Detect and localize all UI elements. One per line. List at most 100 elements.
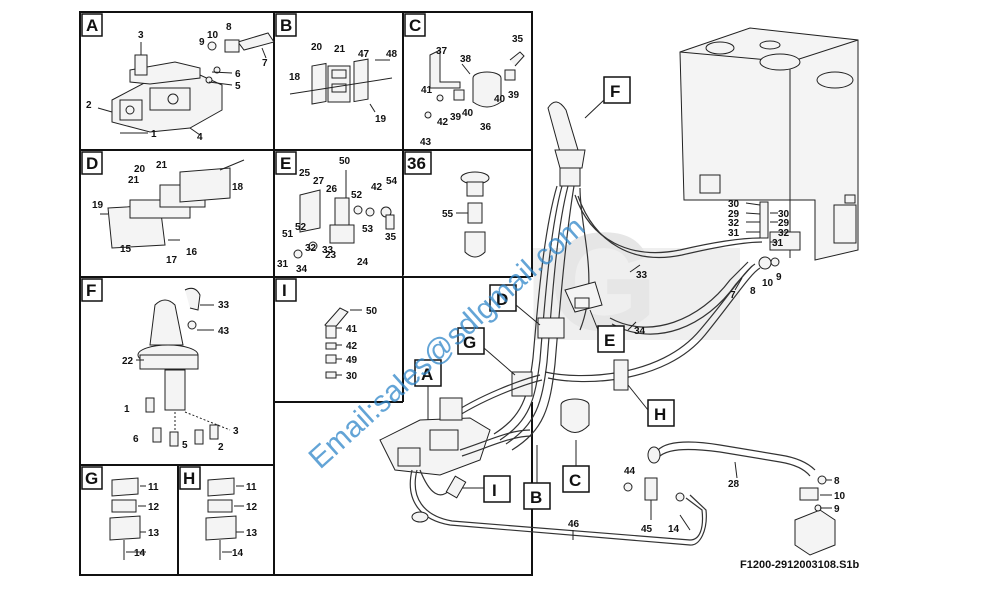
panel-a-callout-2: 2 <box>86 100 92 111</box>
panel-d-callout-18: 18 <box>232 182 244 193</box>
panel-e-callout-42: 42 <box>371 182 383 193</box>
panel-g-callout-13: 13 <box>148 528 160 539</box>
panel-e-callout-54: 54 <box>386 176 398 187</box>
panel-a-callout-9: 9 <box>199 37 205 48</box>
panel-a-callout-1: 1 <box>151 129 157 140</box>
panel-d-callout-16: 16 <box>186 247 198 258</box>
main-callout-8b: 8 <box>834 476 840 487</box>
main-callout-31b: 31 <box>772 238 784 249</box>
panel-e-callout-31: 31 <box>277 259 289 270</box>
panel-b-drawing: 20 21 47 48 18 19 <box>289 42 398 125</box>
panel-f-callout-22: 22 <box>122 356 134 367</box>
hydraulic-tank <box>679 27 859 261</box>
panel-36-drawing: 55 <box>442 171 490 258</box>
panel-h-callout-13: 13 <box>246 528 258 539</box>
panel-36-label: 36 <box>407 154 426 173</box>
panel-d-callout-19: 19 <box>92 200 104 211</box>
panel-h-callout-11: 11 <box>246 482 257 493</box>
panel-b-callout-48: 48 <box>386 49 398 60</box>
panel-h-callout-12: 12 <box>246 502 258 513</box>
main-label-a: A <box>421 365 433 384</box>
main-callout-33: 33 <box>636 270 648 281</box>
panel-c-drawing: 37 38 35 41 42 39 40 40 39 43 36 <box>420 34 525 148</box>
panel-f-callout-2: 2 <box>218 442 224 453</box>
main-callout-32b: 32 <box>778 228 790 239</box>
main-callout-34: 34 <box>634 326 646 337</box>
panel-c-callout-38: 38 <box>460 54 472 65</box>
panel-c-callout-35: 35 <box>512 34 524 45</box>
main-callout-30a: 30 <box>728 199 740 210</box>
panel-36-callout-55: 55 <box>442 209 454 220</box>
main-callout-10a: 10 <box>762 278 774 289</box>
panel-b-label: B <box>280 16 292 35</box>
main-label-e: E <box>604 331 615 350</box>
panel-labels: A B C D E 36 F I G H <box>81 13 432 490</box>
panel-e-callout-35: 35 <box>385 232 397 243</box>
drawing-reference: F1200-2912003108.S1b <box>740 559 860 571</box>
main-callout-8a: 8 <box>750 286 756 297</box>
panel-e-callout-33: 33 <box>322 245 334 256</box>
main-callout-14: 14 <box>668 524 680 535</box>
panel-c-callout-40b: 40 <box>494 94 506 105</box>
panel-a-callout-10: 10 <box>207 30 219 41</box>
panel-a-callout-7: 7 <box>262 58 268 69</box>
panel-b-callout-47: 47 <box>358 49 370 60</box>
panel-c-callout-36: 36 <box>480 122 492 133</box>
panel-i-callout-50: 50 <box>366 306 378 317</box>
panel-e-callout-53: 53 <box>362 224 374 235</box>
panel-a-drawing: 3 10 8 9 7 6 5 2 1 4 <box>86 22 275 143</box>
panel-f-callout-43: 43 <box>218 326 230 337</box>
panel-f-callout-5: 5 <box>182 440 188 451</box>
joystick-f <box>547 101 579 153</box>
main-callout-46: 46 <box>568 519 580 530</box>
panel-c-callout-43: 43 <box>420 137 432 148</box>
panel-h-callout-14: 14 <box>232 548 244 559</box>
panel-d-drawing: 20 21 21 18 19 15 17 16 <box>92 159 245 266</box>
panel-i-callout-41: 41 <box>346 324 358 335</box>
main-callout-7: 7 <box>730 290 736 301</box>
panel-b-callout-21: 21 <box>334 44 346 55</box>
panel-g-callout-12: 12 <box>148 502 160 513</box>
panel-c-callout-42: 42 <box>437 117 449 128</box>
panel-e-callout-32: 32 <box>305 243 317 254</box>
panel-e-callout-27: 27 <box>313 176 325 187</box>
panel-i-callout-49: 49 <box>346 355 358 366</box>
main-labels: F D G A E H I B C <box>414 76 675 510</box>
panel-f-callout-1: 1 <box>124 404 130 415</box>
panel-c-callout-41: 41 <box>421 85 433 96</box>
panel-e-callout-23: 23 <box>325 250 337 261</box>
panel-d-callout-20: 20 <box>134 164 146 175</box>
main-label-b: B <box>530 488 542 507</box>
panel-e-label: E <box>280 154 291 173</box>
main-label-f: F <box>610 82 620 101</box>
panel-e-drawing: 50 25 27 26 52 42 54 53 51 32 52 33 35 3… <box>277 156 398 275</box>
panel-f-label: F <box>86 281 96 300</box>
panel-f-callout-3: 3 <box>233 426 239 437</box>
main-label-h: H <box>654 405 666 424</box>
panel-i-label: I <box>282 281 287 300</box>
main-callout-28: 28 <box>728 479 740 490</box>
main-callout-32a: 32 <box>728 218 740 229</box>
main-callout-29b: 29 <box>778 218 790 229</box>
main-label-c: C <box>569 471 581 490</box>
panel-g-callout-11: 11 <box>148 482 159 493</box>
panel-d-label: D <box>86 154 98 173</box>
main-callout-44: 44 <box>624 466 636 477</box>
main-callout-10b: 10 <box>834 491 846 502</box>
main-label-i: I <box>492 481 497 500</box>
panel-a-callout-5: 5 <box>235 81 241 92</box>
panel-e-callout-25: 25 <box>299 168 311 179</box>
panel-f-drawing: 33 43 22 1 6 5 3 2 <box>122 287 239 453</box>
panel-i-callout-30: 30 <box>346 371 358 382</box>
main-label-d: D <box>496 290 508 309</box>
panel-e-callout-52b: 52 <box>295 222 307 233</box>
panel-e-callout-50: 50 <box>339 156 351 167</box>
panel-b-callout-19: 19 <box>375 114 387 125</box>
panel-i-drawing: 50 41 42 49 30 <box>324 306 378 382</box>
panel-e-callout-52a: 52 <box>351 190 363 201</box>
panel-d-callout-21b: 21 <box>128 175 140 186</box>
panel-f-callout-33: 33 <box>218 300 230 311</box>
panel-e-callout-34: 34 <box>296 264 308 275</box>
panel-d-callout-15: 15 <box>120 244 132 255</box>
